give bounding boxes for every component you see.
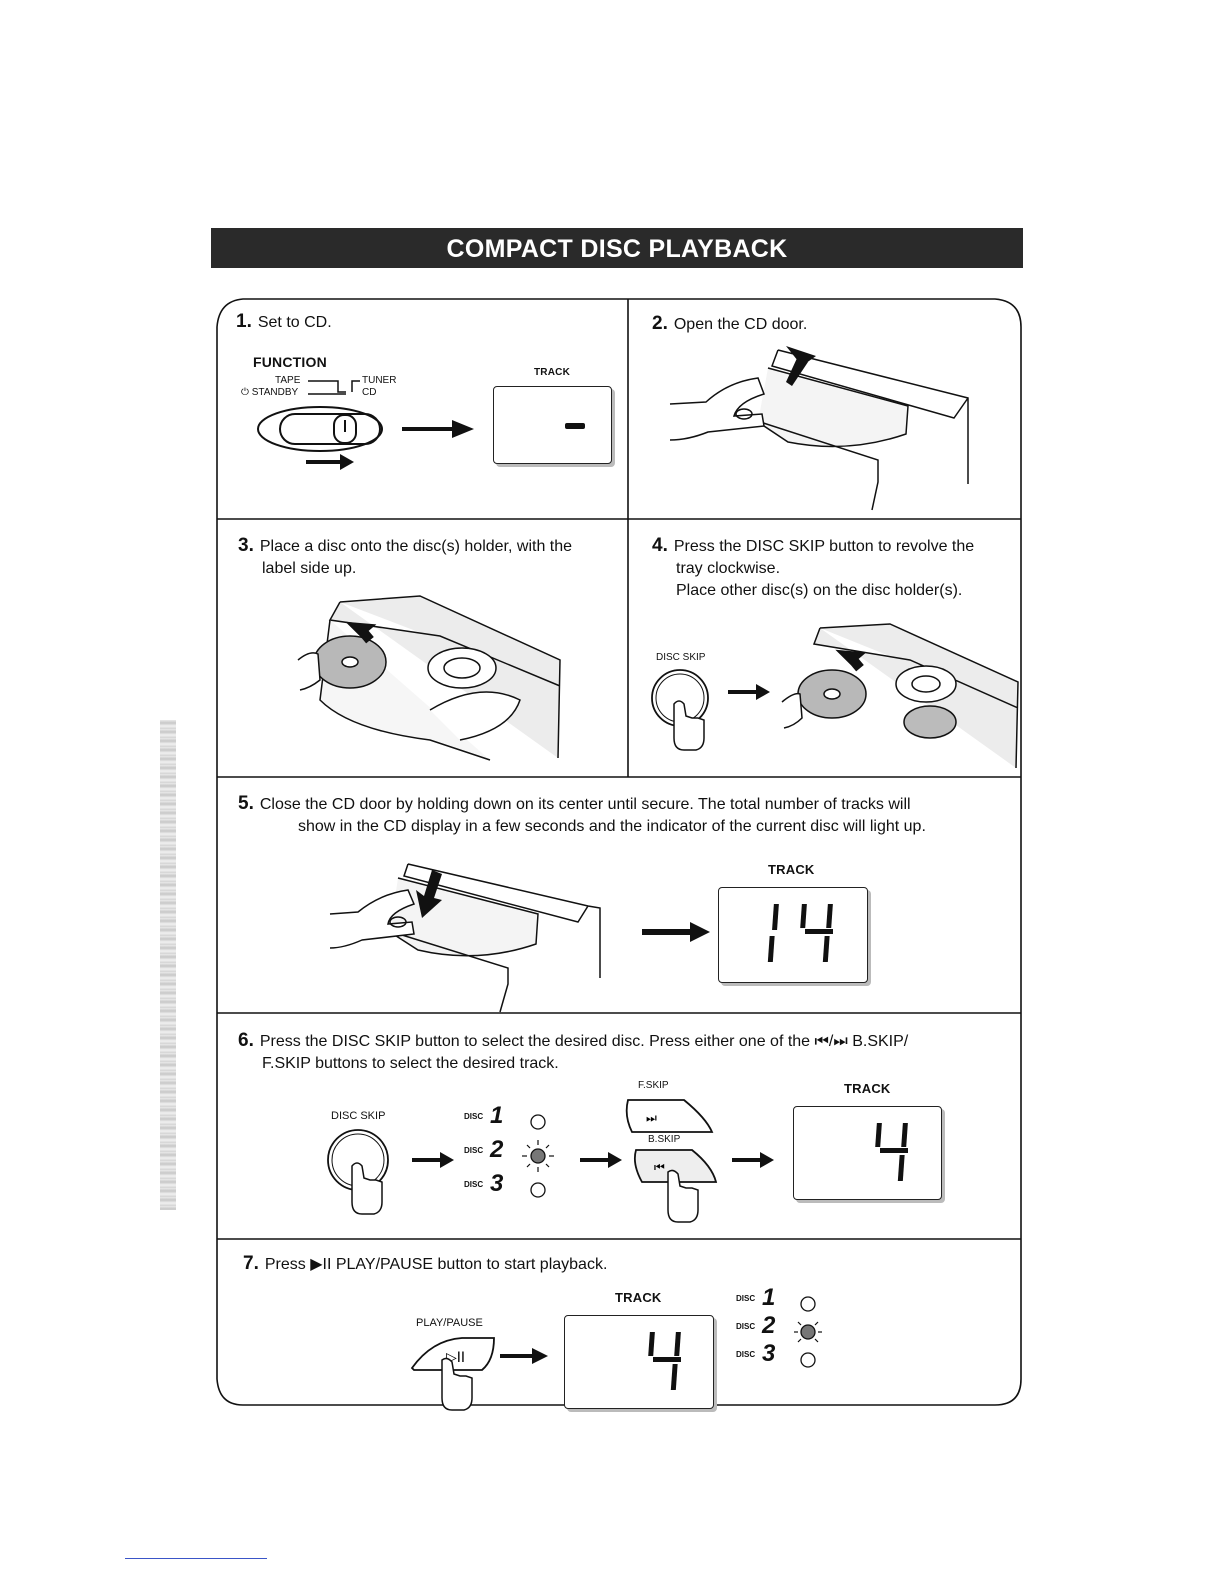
disc-1-led-icon [800, 1296, 816, 1312]
arrow-icon [728, 684, 770, 700]
function-switch-illustration [257, 380, 474, 470]
disc-3-number: 3 [762, 1340, 776, 1367]
arrow-icon [500, 1348, 548, 1364]
disc-2-led-lit-icon [530, 1148, 546, 1164]
disc-1-number: 1 [490, 1102, 504, 1129]
disc-skip-label-step4: DISC SKIP [656, 652, 706, 663]
fskip-button [625, 1099, 714, 1133]
disc-1-led-icon [530, 1114, 546, 1130]
revolve-tray-illustration [781, 623, 1019, 769]
play-pause-label: PLAY/PAUSE [416, 1317, 483, 1329]
display-dash [565, 423, 585, 429]
track-display-step6: 4 [793, 1106, 942, 1200]
arrow-icon [412, 1152, 454, 1168]
page-title: COMPACT DISC PLAYBACK [211, 228, 1023, 268]
disc-3-number: 3 [490, 1170, 504, 1197]
scan-artifact [160, 720, 176, 1210]
seven-segment-4 [875, 1123, 908, 1181]
track-label-step6: TRACK [844, 1081, 891, 1096]
svg-text:⏭: ⏭ [646, 1111, 657, 1125]
disc-1-number: 1 [762, 1284, 776, 1311]
arrow-icon [642, 922, 710, 942]
step-6: 6.Press the DISC SKIP button to select t… [238, 1030, 909, 1072]
disc-1-label: DISC [464, 1112, 484, 1121]
seven-segment-4 [648, 1332, 681, 1390]
close-door-illustration [329, 863, 601, 1013]
track-display-step5: 14 [718, 887, 868, 983]
disc-2-number: 2 [490, 1136, 504, 1163]
cd-label: CD [362, 387, 377, 398]
step-7: 7.Press ▶II PLAY/PAUSE button to start p… [243, 1253, 608, 1274]
track-label-step1: TRACK [534, 367, 570, 378]
tuner-label: TUNER [362, 375, 397, 386]
track-display-step7: 4 [564, 1315, 714, 1409]
disc-2-label: DISC [736, 1322, 756, 1331]
place-disc-illustration [297, 595, 561, 761]
tape-label: TAPE [275, 375, 301, 386]
disc-3-label: DISC [736, 1350, 756, 1359]
disc-indicators-step6: DISC 1 DISC 2 DISC 3 [462, 1102, 562, 1204]
arrow-icon [580, 1152, 622, 1168]
disc-skip-button-step4[interactable] [648, 664, 726, 760]
standby-label: ⏻ STANDBY [241, 387, 299, 398]
play-pause-button[interactable]: ▷II [408, 1332, 498, 1416]
fskip-label: F.SKIP [638, 1080, 669, 1091]
disc-skip-button-step6[interactable] [324, 1124, 402, 1224]
disc-indicators-step7: DISC 1 DISC 2 DISC 3 [734, 1284, 834, 1384]
bskip-button [633, 1149, 718, 1183]
step-3: 3.Place a disc onto the disc(s) holder, … [238, 535, 573, 577]
arrow-icon [732, 1152, 774, 1168]
disc-2-number: 2 [762, 1312, 776, 1339]
disc-3-label: DISC [464, 1180, 484, 1189]
track-label-step7: TRACK [615, 1290, 662, 1305]
seven-segment-14 [767, 904, 833, 962]
skip-buttons-illustration[interactable]: ⏭ ⏮ [622, 1094, 718, 1226]
steps-frame [216, 298, 1022, 1406]
open-door-illustration [669, 346, 969, 511]
step-2: 2.Open the CD door. [652, 313, 808, 334]
step-5: 5.Close the CD door by holding down on i… [238, 793, 926, 835]
function-label: FUNCTION [253, 354, 327, 370]
step-4: 4.Press the DISC SKIP button to revolve … [652, 535, 975, 599]
disc-3-led-icon [530, 1182, 546, 1198]
step-1: 1.Set to CD. [236, 311, 332, 332]
disc-2-led-lit-icon [800, 1324, 816, 1340]
disc-1-label: DISC [736, 1294, 756, 1303]
disc-skip-label-step6: DISC SKIP [331, 1110, 386, 1122]
page-bottom-rule [125, 1558, 267, 1559]
disc-3-led-icon [800, 1352, 816, 1368]
disc-2-label: DISC [464, 1146, 484, 1155]
track-label-step5: TRACK [768, 862, 815, 877]
svg-text:⏮: ⏮ [654, 1160, 665, 1174]
track-display-step1: - [493, 386, 612, 464]
bskip-label: B.SKIP [648, 1134, 681, 1145]
